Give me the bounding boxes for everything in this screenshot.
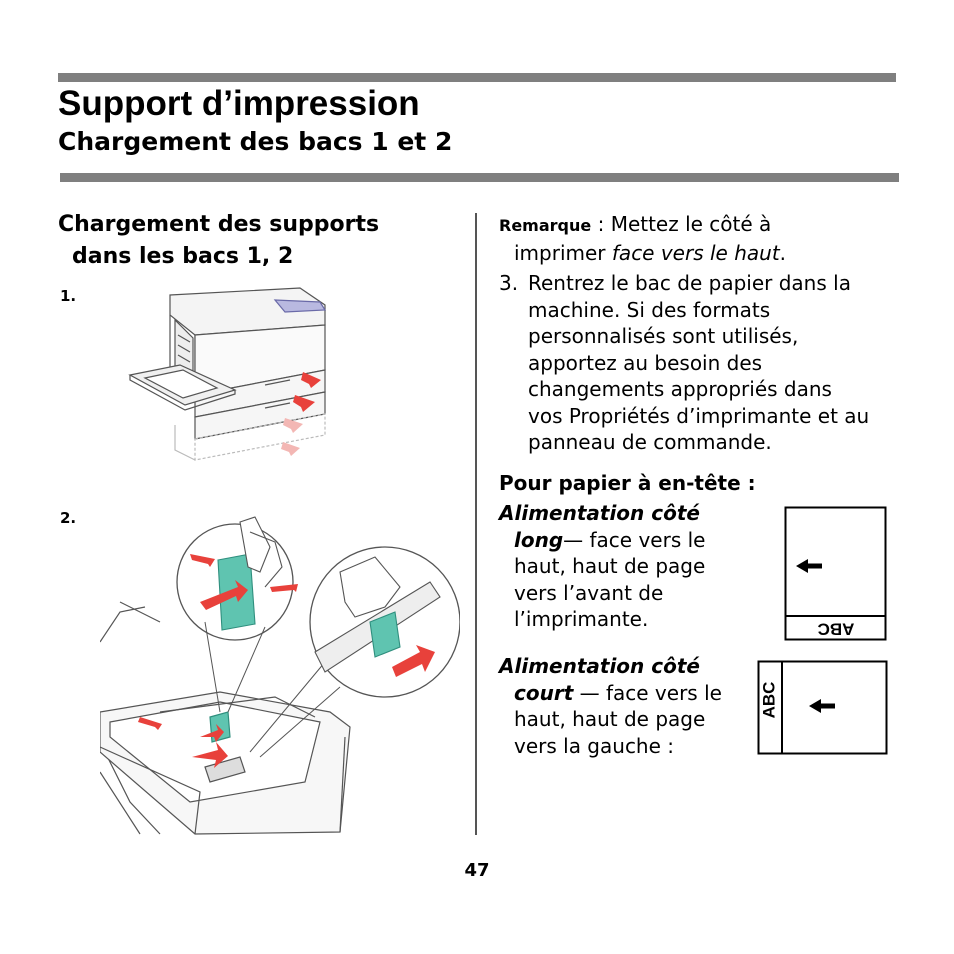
tray-illustration — [100, 516, 460, 835]
page-subtitle: Chargement des bacs 1 et 2 — [58, 127, 453, 156]
section-heading-line1: Chargement des supports — [58, 212, 380, 237]
note-emphasis: face vers le haut — [611, 240, 780, 265]
step3-text: Rentrez le bac de papier dans la machine… — [528, 270, 898, 456]
note-block: Remarque : Mettez le côté à imprimer fac… — [499, 211, 879, 266]
long-edge-block: Alimentation côté long— face vers le hau… — [499, 500, 749, 633]
short-edge-title: Alimentation côté — [499, 654, 700, 678]
long-edge-title2: long — [514, 527, 564, 552]
abc-label: ABC — [759, 682, 778, 719]
header-top-rule — [58, 73, 896, 82]
step3-line: vos Propriétés d’imprimante et au — [528, 403, 870, 428]
note-text: : Mettez le côté à — [591, 212, 772, 236]
abc-label: ABC — [818, 620, 855, 639]
step3-line: personnalisés sont utilisés, — [528, 324, 799, 348]
long-edge-diagram: ABC — [784, 506, 887, 641]
step3-line: apportez au besoin des — [528, 350, 763, 375]
arrow-left-icon — [796, 559, 822, 573]
note-line2: imprimer face vers le haut. — [514, 240, 787, 265]
arrow-left-icon — [809, 699, 835, 713]
page-number: 47 — [464, 860, 490, 881]
letterhead-heading: Pour papier à en-tête : — [499, 471, 756, 495]
step3-line: changements appropriés dans — [528, 377, 832, 401]
page-title: Support d’impression — [58, 84, 420, 123]
step1-label: 1. — [60, 287, 77, 305]
column-divider — [475, 213, 477, 835]
short-edge-block: Alimentation côté court — face vers le h… — [499, 653, 749, 759]
header-bottom-rule — [60, 173, 899, 182]
section-heading: Chargement des supports dans les bacs 1,… — [58, 209, 458, 273]
printer-illustration — [128, 287, 327, 461]
step3-number: 3. — [499, 271, 519, 295]
short-edge-diagram: ABC — [757, 660, 888, 755]
step3-line: Rentrez le bac de papier dans la — [528, 271, 851, 295]
short-edge-title2: court — [514, 680, 574, 705]
step3-line: panneau de commande. — [528, 430, 772, 454]
step2-label: 2. — [60, 509, 77, 527]
note-label: Remarque — [499, 216, 592, 235]
long-edge-title: Alimentation côté — [499, 501, 700, 525]
section-heading-line2: dans les bacs 1, 2 — [72, 244, 294, 269]
step3-line: machine. Si des formats — [528, 297, 771, 322]
note-line1: Remarque : Mettez le côté à — [499, 211, 879, 240]
